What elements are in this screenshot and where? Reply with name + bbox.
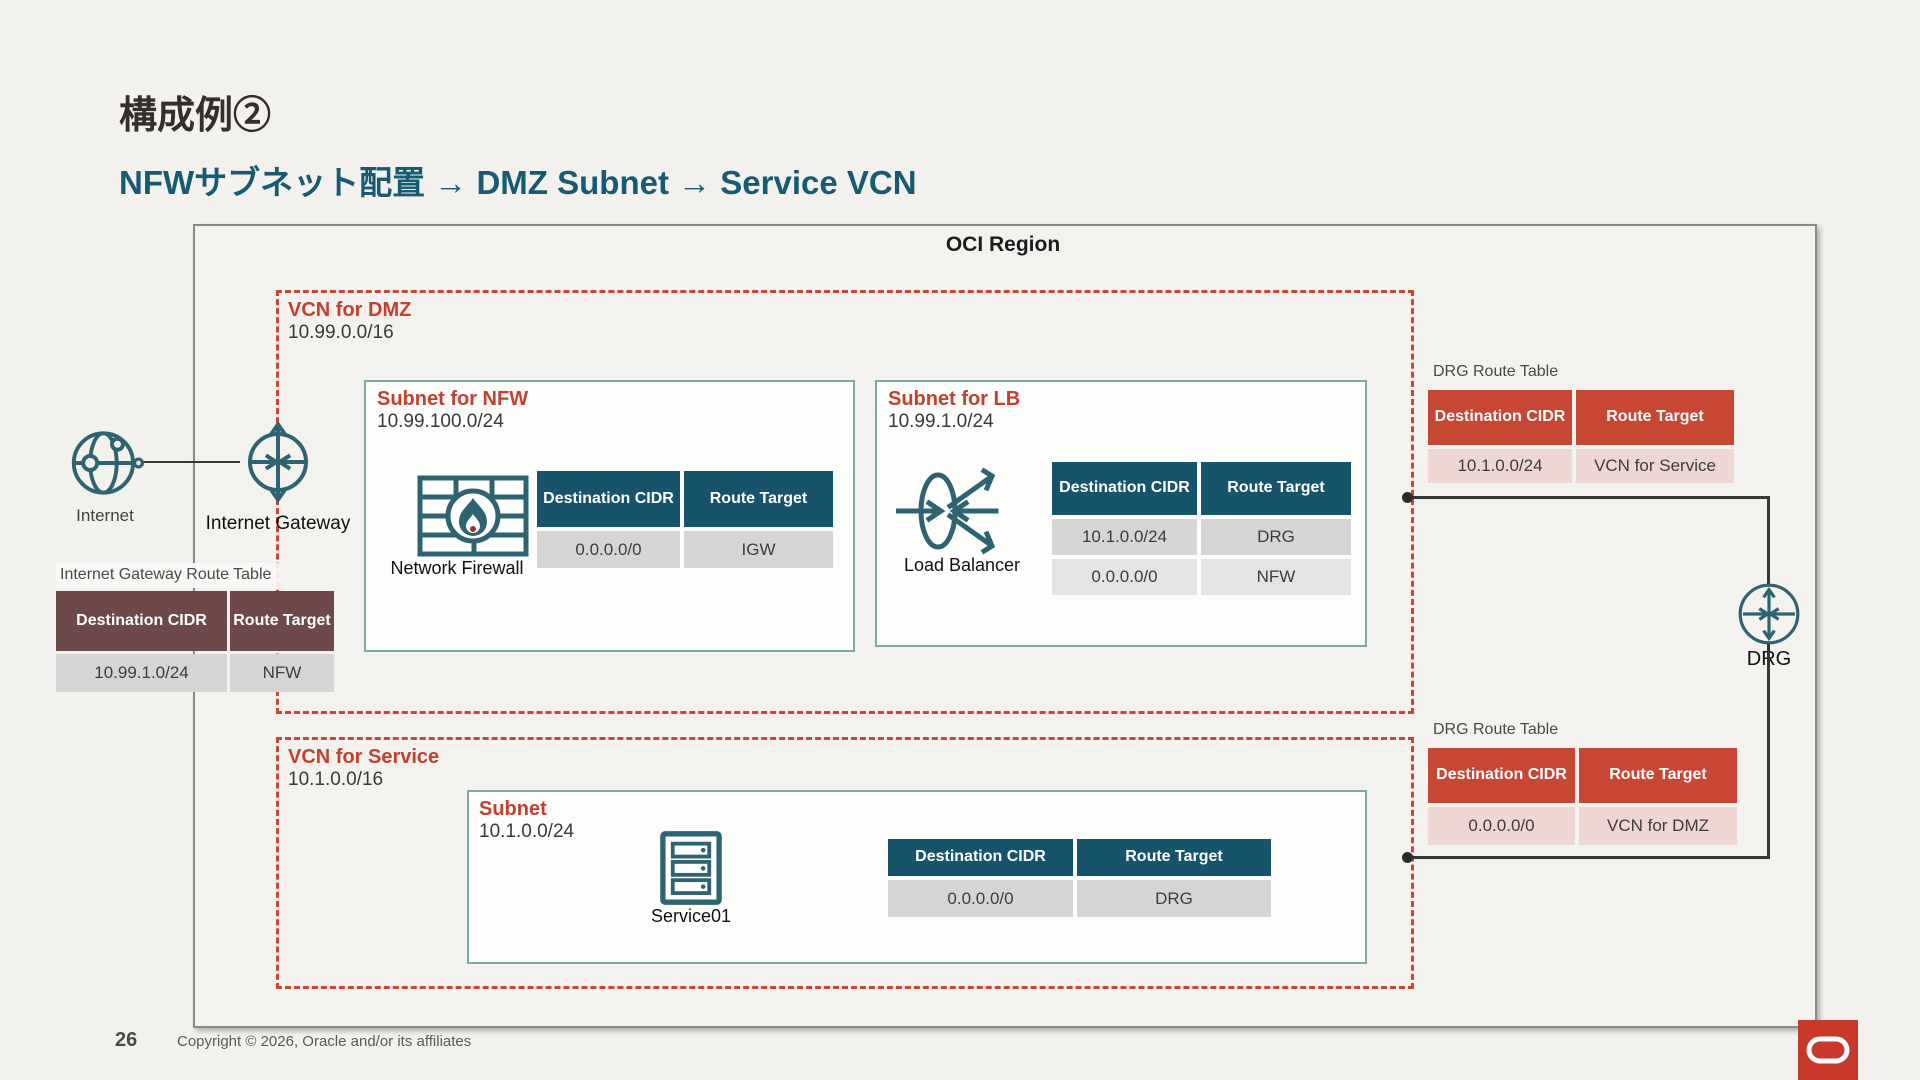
network-firewall-icon xyxy=(417,475,529,557)
subnet-nfw-name: Subnet for NFW xyxy=(377,388,529,410)
table-header: Destination CIDR xyxy=(56,591,227,651)
subnet-nfw-title: Subnet for NFW 10.99.100.0/24 xyxy=(377,388,528,434)
table-cell: 0.0.0.0/0 xyxy=(888,880,1073,917)
connector-dot xyxy=(1402,852,1413,863)
table-cell: NFW xyxy=(230,654,334,692)
oracle-logo xyxy=(1798,1020,1858,1080)
drg-route-table-top: Destination CIDR Route Target 10.1.0.0/2… xyxy=(1428,390,1734,483)
vcn-dmz-name: VCN for DMZ xyxy=(288,299,412,321)
subnet-lb-title: Subnet for LB 10.99.1.0/24 xyxy=(888,388,1020,434)
server-icon xyxy=(660,831,722,905)
internet-igw-connector xyxy=(138,461,240,463)
table-header: Route Target xyxy=(1077,839,1271,876)
igw-route-table: Destination CIDR Route Target 10.99.1.0/… xyxy=(56,591,334,692)
table-cell: 10.99.1.0/24 xyxy=(56,654,227,692)
network-firewall-label: Network Firewall xyxy=(390,558,524,578)
internet-globe-icon xyxy=(71,431,144,495)
subnet-service-title: Subnet 10.1.0.0/24 xyxy=(479,798,574,844)
vcn-service-name: VCN for Service xyxy=(288,746,440,768)
load-balancer-label: Load Balancer xyxy=(903,555,1021,575)
subnet-service-box xyxy=(467,790,1367,964)
subnet-lb-name: Subnet for LB xyxy=(888,388,1021,410)
vcn-dmz-title: VCN for DMZ 10.99.0.0/16 xyxy=(288,299,411,345)
table-cell: 0.0.0.0/0 xyxy=(1052,559,1197,595)
vcn-dmz-box xyxy=(276,290,1414,714)
subnet-service-cidr: 10.1.0.0/24 xyxy=(479,821,575,842)
table-cell: NFW xyxy=(1201,559,1351,595)
drg-connector-bottom xyxy=(1407,856,1770,859)
drg-connector-top-vertical xyxy=(1767,496,1770,586)
subnet-service-name: Subnet xyxy=(479,798,547,820)
table-cell: IGW xyxy=(684,531,833,568)
service01-label: Service01 xyxy=(650,906,732,926)
table-header: Route Target xyxy=(1576,390,1734,445)
table-cell: DRG xyxy=(1077,880,1271,917)
drg-connector-top xyxy=(1407,496,1770,499)
connector-dot xyxy=(1402,492,1413,503)
internet-label: Internet xyxy=(76,506,134,525)
table-header: Destination CIDR xyxy=(888,839,1073,876)
internet-gateway-icon xyxy=(248,422,308,502)
page-subtitle: NFWサブネット配置 → DMZ Subnet → Service VCN xyxy=(119,164,917,201)
table-cell: 10.1.0.0/24 xyxy=(1428,449,1572,483)
service-route-table: Destination CIDR Route Target 0.0.0.0/0 … xyxy=(888,839,1271,917)
nfw-route-table: Destination CIDR Route Target 0.0.0.0/0 … xyxy=(537,471,833,568)
drg-router-icon xyxy=(1738,583,1800,645)
page-title: 構成例② xyxy=(119,95,272,137)
copyright-text: Copyright © 2026, Oracle and/or its affi… xyxy=(177,1033,472,1050)
load-balancer-icon xyxy=(896,467,999,555)
vcn-service-title: VCN for Service 10.1.0.0/16 xyxy=(288,746,439,792)
table-cell: VCN for DMZ xyxy=(1579,807,1737,845)
subnet-lb-cidr: 10.99.1.0/24 xyxy=(888,411,994,432)
igw-route-table-title: Internet Gateway Route Table xyxy=(56,563,280,588)
table-cell: DRG xyxy=(1201,519,1351,555)
drg-route-table-bottom: Destination CIDR Route Target 0.0.0.0/0 … xyxy=(1428,748,1737,845)
vcn-service-cidr: 10.1.0.0/16 xyxy=(288,769,384,790)
table-cell: VCN for Service xyxy=(1576,449,1734,483)
oci-region-label: OCI Region xyxy=(945,233,1061,256)
oracle-o-icon xyxy=(1806,1036,1850,1064)
drg-route-table-top-title: DRG Route Table xyxy=(1433,363,1559,380)
drg-route-table-bottom-title: DRG Route Table xyxy=(1433,721,1559,738)
table-header: Route Target xyxy=(684,471,833,527)
table-header: Route Target xyxy=(230,591,334,651)
table-header: Destination CIDR xyxy=(537,471,680,527)
table-header: Route Target xyxy=(1201,462,1351,515)
internet-gateway-label: Internet Gateway xyxy=(205,513,351,534)
table-header: Destination CIDR xyxy=(1052,462,1197,515)
table-cell: 0.0.0.0/0 xyxy=(1428,807,1575,845)
drg-connector-bottom-vertical xyxy=(1767,644,1770,859)
vcn-service-box xyxy=(276,737,1414,989)
vcn-dmz-cidr: 10.99.0.0/16 xyxy=(288,322,394,343)
table-cell: 0.0.0.0/0 xyxy=(537,531,680,568)
lb-route-table: Destination CIDR Route Target 10.1.0.0/2… xyxy=(1052,462,1351,595)
table-header: Route Target xyxy=(1579,748,1737,803)
subnet-nfw-cidr: 10.99.100.0/24 xyxy=(377,411,504,432)
page-number: 26 xyxy=(115,1029,138,1051)
table-cell: 10.1.0.0/24 xyxy=(1052,519,1197,555)
table-header: Destination CIDR xyxy=(1428,748,1575,803)
table-header: Destination CIDR xyxy=(1428,390,1572,445)
